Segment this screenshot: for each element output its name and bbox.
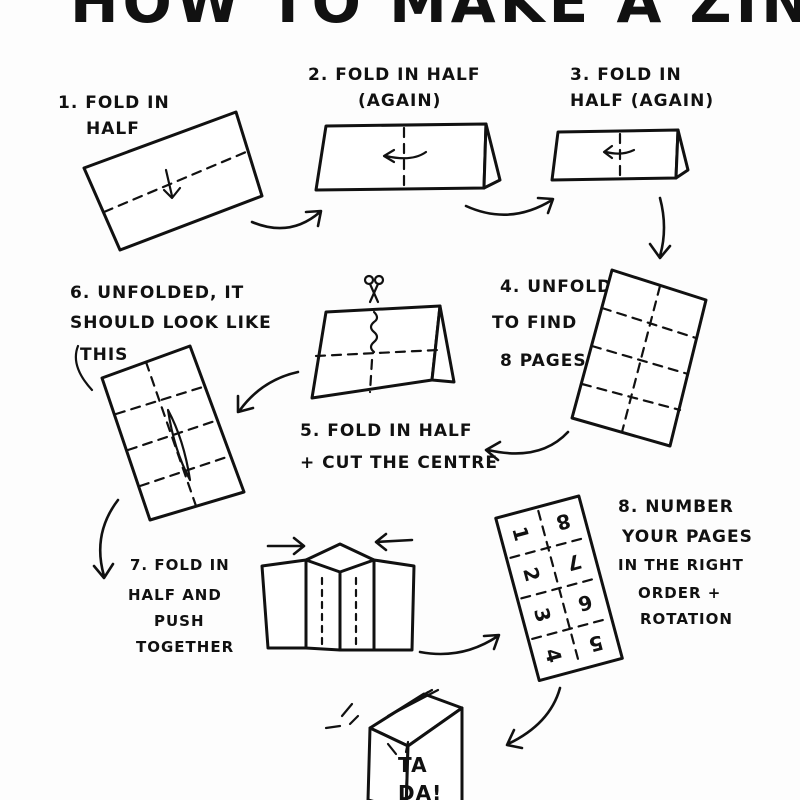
step-2-label-line-1: 2. FOLD IN HALF: [308, 65, 480, 85]
step-1-label-line-2: HALF: [86, 119, 140, 139]
step-7-label-line-3: PUSH: [154, 612, 205, 630]
sheet-fold-edge: [430, 304, 456, 384]
step-1-label-line-1: 1. FOLD IN: [58, 93, 170, 113]
push-arrow-icon: [374, 532, 414, 552]
page-number: 5: [585, 630, 606, 657]
page-number: 4: [540, 646, 567, 667]
step-4: 4. UNFOLD TO FIND 8 PAGES: [492, 268, 708, 448]
step-4-label-line-3: 8 PAGES: [500, 351, 587, 371]
flow-arrow-icon: [418, 633, 501, 656]
step-5-label-line-1: 5. FOLD IN HALF: [300, 421, 472, 441]
push-arrow-icon: [266, 536, 306, 556]
step-7-label-line-4: TOGETHER: [136, 638, 234, 656]
flow-arrow-icon: [464, 196, 555, 216]
step-5: 5. FOLD IN HALF + CUT THE CENTRE: [300, 274, 498, 473]
step-6-label-line-3: THIS: [80, 345, 128, 365]
fold-line: [590, 344, 690, 376]
fold-line: [114, 384, 208, 416]
page-title: HOW TO MAKE A ZINE: [70, 0, 800, 36]
step-8-label-line-3: IN THE RIGHT: [618, 556, 744, 574]
fold-line: [144, 360, 198, 508]
sheet-illustration: [82, 110, 264, 252]
flow-arrow-icon: [92, 498, 120, 580]
step-7: 7. FOLD IN HALF AND PUSH TOGETHER: [128, 532, 416, 656]
page-edges: [378, 688, 440, 724]
fold-arrow-icon: [602, 144, 636, 160]
step-5-label-line-2: + CUT THE CENTRE: [300, 453, 498, 473]
flow-arrow-icon: [250, 209, 323, 230]
step-3: 3. FOLD IN HALF (AGAIN): [550, 65, 714, 182]
step-6-label-line-2: SHOULD LOOK LIKE: [70, 313, 272, 333]
step-2-label-line-2: (AGAIN): [358, 91, 441, 111]
step-8-label-line-1: 8. NUMBER: [618, 497, 734, 517]
fold-line: [102, 150, 248, 214]
step-3-label-line-1: 3. FOLD IN: [570, 65, 682, 85]
flow-arrow-icon: [236, 370, 300, 414]
step-4-label-line-1: 4. UNFOLD: [500, 277, 612, 297]
flow-arrow-icon: [648, 196, 672, 260]
fold-line: [620, 284, 662, 434]
fold-line: [368, 358, 374, 394]
step-4-label-line-2: TO FIND: [492, 313, 577, 333]
unfolded-sheet-illustration: [570, 268, 708, 448]
fold-line: [314, 348, 440, 358]
step-7-label-line-2: HALF AND: [128, 586, 222, 604]
flow-arrow-icon: [505, 686, 562, 750]
fold-line: [580, 382, 682, 412]
page-number: 6: [574, 590, 595, 617]
step-8-label-line-5: ROTATION: [640, 610, 733, 628]
page-number: 8: [553, 508, 574, 535]
centre-slit: [166, 408, 192, 482]
page-number: 7: [564, 549, 585, 576]
booklet-text-line-2: DA!: [398, 781, 442, 800]
step-3-label-line-2: HALF (AGAIN): [570, 91, 714, 111]
pointer-line: [74, 344, 94, 392]
booklet-text-line-1: TA: [398, 753, 428, 777]
folded-sheet-illustration: [550, 128, 680, 182]
sparkle-icon: [324, 702, 360, 730]
push-together-illustration: [260, 542, 416, 652]
step-8: 8. NUMBER YOUR PAGES IN THE RIGHT ORDER …: [494, 494, 753, 683]
step-1: 1. FOLD IN HALF: [58, 93, 264, 252]
page-number: 2: [518, 565, 545, 586]
fold-line: [600, 306, 698, 340]
page-number: 3: [529, 605, 556, 626]
page-number: 1: [507, 524, 534, 545]
step-7-label-line-1: 7. FOLD IN: [130, 556, 230, 574]
step-8-label-line-2: YOUR PAGES: [621, 527, 753, 547]
folded-sheet-illustration: [314, 122, 488, 192]
finished-zine-illustration: TA DA!: [324, 688, 464, 800]
sheet-fold-edge: [482, 122, 502, 190]
fold-arrow-icon: [382, 148, 428, 164]
step-2: 2. FOLD IN HALF (AGAIN): [308, 65, 502, 192]
sheet-fold-edge: [674, 128, 690, 180]
fold-arrow-icon: [162, 168, 182, 200]
step-6: 6. UNFOLDED, IT SHOULD LOOK LIKE THIS: [70, 283, 272, 522]
scissors-icon: [363, 274, 385, 304]
sparkle-icon: [386, 740, 410, 756]
step-6-label-line-1: 6. UNFOLDED, IT: [70, 283, 244, 303]
cut-line: [369, 310, 379, 354]
flow-arrow-icon: [484, 430, 570, 462]
step-8-label-line-4: ORDER +: [638, 584, 721, 602]
